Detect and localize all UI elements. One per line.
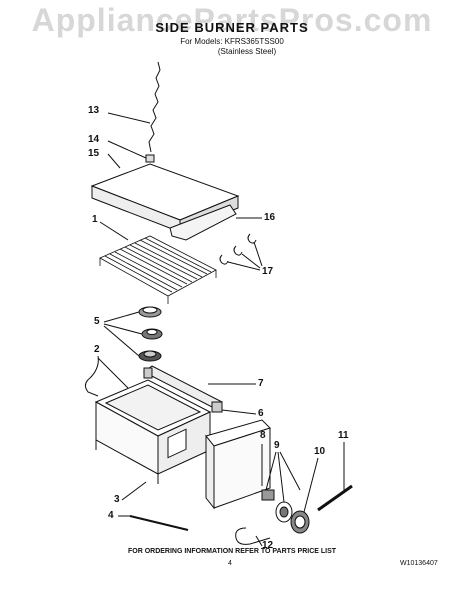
callout-2: 2 <box>94 344 100 355</box>
callout-4: 4 <box>108 510 114 521</box>
part-17-hooks <box>219 233 257 265</box>
callout-7: 7 <box>258 378 264 389</box>
callout-8: 8 <box>260 430 266 441</box>
callout-6: 6 <box>258 408 264 419</box>
leader-1 <box>99 221 129 241</box>
model-subtitle: For Models: KFRS365TSS00 <box>180 37 284 46</box>
leader-15 <box>107 153 121 169</box>
part-10-knob <box>290 510 310 534</box>
leader-9b <box>277 451 285 503</box>
part-9-valves <box>261 489 293 523</box>
leader-6 <box>221 409 257 415</box>
leader-10 <box>303 457 319 513</box>
part-2-lead <box>97 357 129 389</box>
callout-13: 13 <box>88 105 100 116</box>
part-1-grate <box>99 235 217 304</box>
watermark: AppliancePartsPros.com <box>31 2 433 38</box>
document-id: W10136407 <box>400 560 438 567</box>
part-5-burner-set <box>138 306 163 362</box>
ordering-footer: FOR ORDERING INFORMATION REFER TO PARTS … <box>127 548 337 555</box>
part-3-burner-box <box>94 379 212 484</box>
callout-5: 5 <box>94 316 100 327</box>
callout-11: 11 <box>338 430 349 441</box>
leader-9c <box>279 451 301 491</box>
part-12-tube <box>235 527 271 545</box>
leader-13 <box>107 112 151 124</box>
leader-17c <box>253 241 263 267</box>
callout-14: 14 <box>88 134 100 145</box>
leader-14 <box>107 140 147 159</box>
callout-3: 3 <box>114 494 120 505</box>
leader-9a <box>265 451 277 491</box>
leader-12 <box>255 535 263 547</box>
callout-10: 10 <box>314 446 326 457</box>
part-13-wire <box>148 61 161 153</box>
callout-17: 17 <box>262 266 274 277</box>
leader-5c <box>103 325 140 357</box>
part-4-screw <box>129 515 189 531</box>
leader-3 <box>121 481 147 501</box>
leader-17b <box>241 253 261 269</box>
callout-9: 9 <box>274 440 280 451</box>
part-11-rod <box>317 484 353 512</box>
leader-5b <box>103 323 143 335</box>
callout-12: 12 <box>262 540 274 551</box>
part-14-clip <box>145 154 155 163</box>
part-7-rail <box>143 365 223 413</box>
finish-subtitle: (Stainless Steel) <box>217 47 277 56</box>
page-number: 4 <box>228 560 232 567</box>
part-16-trim <box>169 204 237 241</box>
callout-16: 16 <box>264 212 276 223</box>
part-2-igniter-wire <box>84 355 99 397</box>
part-8-panel <box>205 419 271 510</box>
leader-5a <box>103 311 140 323</box>
callout-1: 1 <box>92 214 98 225</box>
diagram-title: SIDE BURNER PARTS <box>155 20 309 35</box>
leader-17a <box>227 261 261 271</box>
callout-15: 15 <box>88 148 100 159</box>
